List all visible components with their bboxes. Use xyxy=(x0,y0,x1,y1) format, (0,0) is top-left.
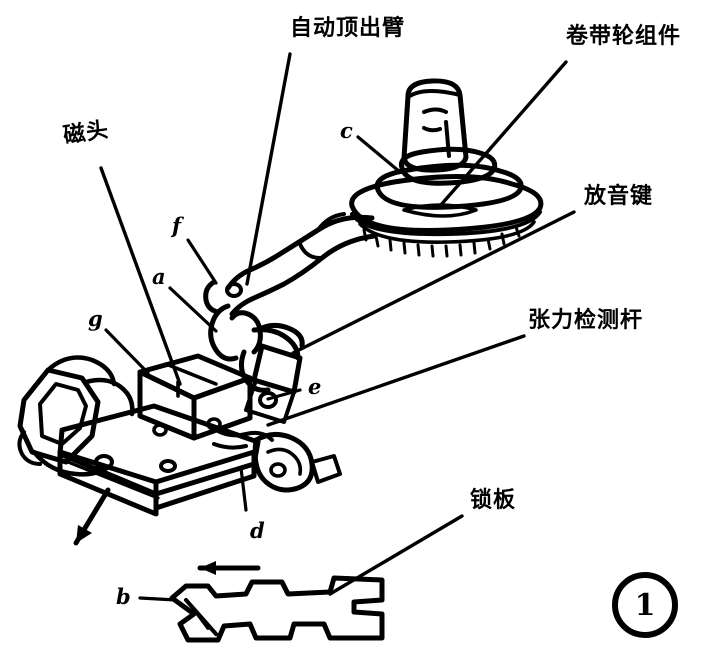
eject-arm-bend xyxy=(316,212,346,232)
takeup-reel-assembly xyxy=(349,78,544,258)
callout-letter-d: d xyxy=(250,518,265,543)
lock-plate-outline xyxy=(169,575,385,643)
chassis-hole-2 xyxy=(159,459,177,473)
callout-letter-b: b xyxy=(116,584,131,609)
reel-base-outer xyxy=(349,173,544,233)
play-key-block xyxy=(244,322,305,424)
leader-a xyxy=(168,286,218,333)
linkage-tail xyxy=(310,454,342,484)
arrow-base-down-left xyxy=(73,487,111,546)
label-takeup-reel: 卷带轮组件 xyxy=(566,24,682,49)
leader-magnetic-head xyxy=(99,166,182,386)
reel-hub-top xyxy=(406,89,462,99)
label-tension-sensor: 张力检测杆 xyxy=(528,308,644,333)
left-bracket xyxy=(17,355,135,477)
tension-lever-hole xyxy=(258,391,278,409)
leader-play-key xyxy=(291,210,576,355)
eject-arm-notch xyxy=(298,242,322,260)
eject-arm-lower-edge xyxy=(229,233,377,317)
reel-base-inner-ring xyxy=(402,203,478,218)
play-key-top xyxy=(255,322,305,349)
leader-lines xyxy=(99,52,576,596)
spring-wire xyxy=(212,428,274,450)
linkage-inner xyxy=(266,447,303,476)
lock-plate-detail xyxy=(194,610,210,630)
chassis-base-plate xyxy=(57,403,261,517)
leader-c xyxy=(356,135,402,174)
leader-lock-plate xyxy=(328,514,464,596)
motion-arrows xyxy=(73,487,261,575)
bracket-tab xyxy=(17,430,42,466)
linkage-body xyxy=(252,432,315,493)
lock-plate xyxy=(169,575,385,643)
head-right-face xyxy=(191,375,253,441)
reel-base-rim xyxy=(350,210,542,237)
linkage-pivot xyxy=(269,462,287,478)
leader-d xyxy=(239,466,248,512)
label-lock-plate: 锁板 xyxy=(470,488,517,513)
auto-eject-arm xyxy=(203,212,377,362)
bracket-link xyxy=(83,377,135,417)
bracket-arm-upper xyxy=(45,355,117,387)
reel-flange-upper xyxy=(398,146,498,186)
callout-letter-g: g xyxy=(88,306,103,331)
tension-lever-body xyxy=(229,310,263,355)
eject-arm-upper-edge xyxy=(225,214,375,291)
leader-auto-eject-arm xyxy=(245,52,292,286)
chassis-right xyxy=(153,449,257,511)
bracket-window xyxy=(38,382,88,446)
head-top-ridge xyxy=(164,362,218,386)
callout-letter-f: f xyxy=(172,213,182,238)
chassis-front xyxy=(57,449,159,517)
letter-leaders xyxy=(104,135,402,602)
leader-f xyxy=(186,238,218,285)
callout-letter-a: a xyxy=(152,264,166,289)
head-screw-left xyxy=(152,423,168,437)
right-linkage xyxy=(252,432,342,493)
leader-b xyxy=(138,596,178,602)
leader-g xyxy=(104,328,150,375)
chassis-edge-line xyxy=(66,460,160,500)
arrow-lock-plate-left xyxy=(197,561,261,575)
magnetic-head-block xyxy=(137,353,253,441)
label-auto-eject-arm: 自动顶出臂 xyxy=(290,16,406,41)
callout-letter-e: e xyxy=(308,374,322,399)
label-play-key: 放音键 xyxy=(584,184,654,209)
eject-arm-pivot xyxy=(225,282,243,298)
leader-tension-sensor xyxy=(266,334,526,427)
reel-base-rim2 xyxy=(358,220,536,244)
callout-letter-c: c xyxy=(340,118,353,143)
eject-arm-tip xyxy=(203,279,221,315)
figure-number: 1 xyxy=(612,572,678,638)
bracket-arm-lower xyxy=(31,449,113,477)
reel-flange-mid xyxy=(374,162,524,210)
